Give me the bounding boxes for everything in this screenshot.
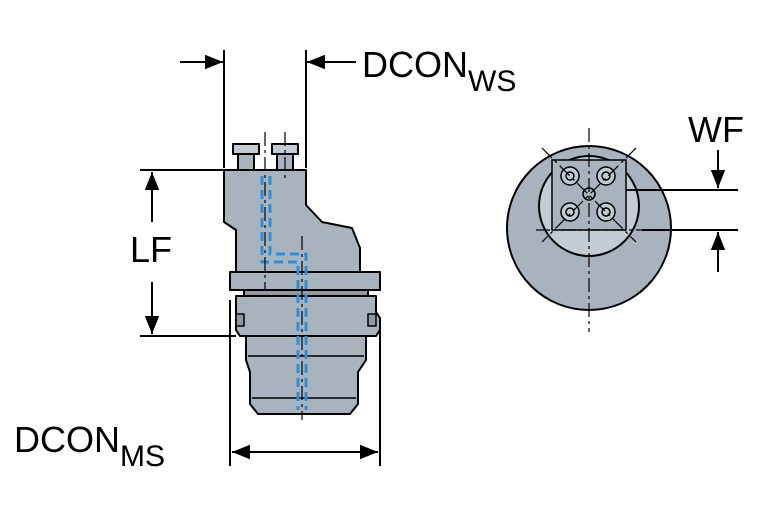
dcon-ms-label: DCONMS — [14, 419, 165, 473]
lf-label: LF — [130, 229, 172, 270]
end-view-centerlines — [536, 128, 642, 332]
dcon-ws-main: DCON — [362, 44, 468, 85]
dcon-ms-sub: MS — [120, 440, 165, 473]
shank — [245, 335, 367, 415]
dcon-ws-sub: WS — [468, 65, 516, 98]
clamp-screw-left — [232, 143, 260, 171]
collar — [235, 295, 381, 337]
coolant-channel — [260, 176, 308, 410]
side-view-centerlines — [264, 132, 303, 420]
dimension-dcon-ms — [229, 300, 381, 466]
dimension-dcon-ws — [180, 50, 356, 168]
dimension-lf — [140, 169, 236, 337]
holder-top-block — [223, 169, 361, 273]
dcon-ms-main: DCON — [14, 419, 120, 460]
wf-label: WF — [688, 109, 744, 150]
dcon-ws-label: DCONWS — [362, 44, 516, 98]
side-view — [223, 143, 381, 415]
dimension-wf — [626, 150, 738, 272]
